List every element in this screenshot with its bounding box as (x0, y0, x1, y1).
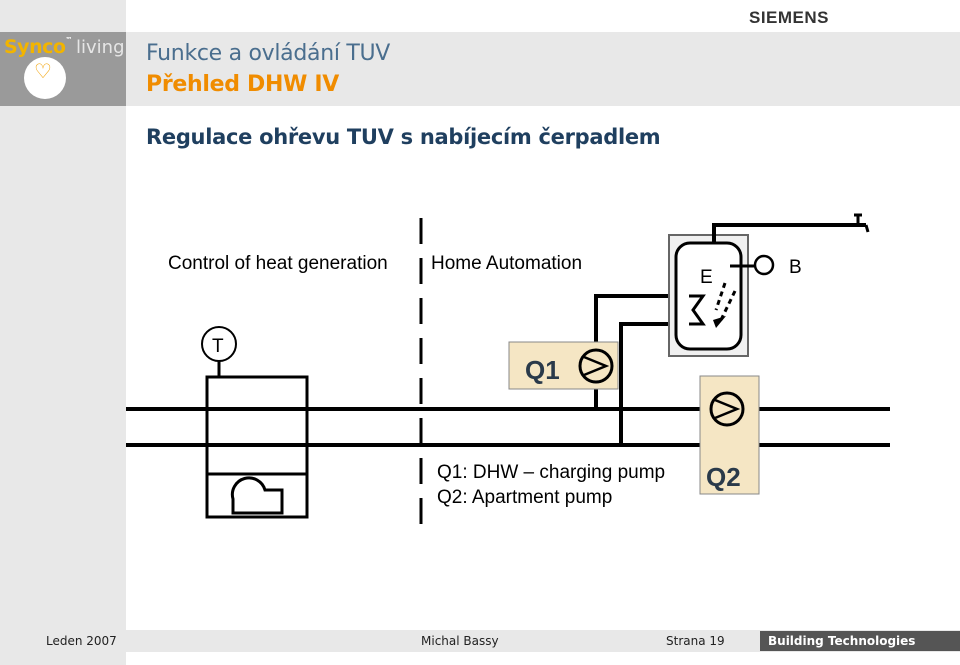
burner-fan-icon (230, 476, 284, 515)
q2-label: Q2 (706, 462, 741, 492)
footer-page-number: Strana 19 (666, 634, 725, 648)
tank-label-b: B (789, 257, 802, 278)
footer-division-badge: Building Technologies (760, 631, 960, 651)
dhw-tank-inner (674, 241, 743, 351)
heart-icon: ♡ (34, 61, 52, 83)
label-heat-generation: Control of heat generation (168, 253, 388, 274)
tank-return-pipe (619, 322, 689, 445)
footer-author: Michal Bassy (421, 634, 499, 648)
legend-q1: Q1: DHW – charging pump (437, 462, 665, 483)
heat-exchanger-coil (689, 294, 706, 326)
tank-label-e: E (700, 267, 713, 288)
hot-water-outlet-pipe (712, 223, 866, 243)
heat-arrow-2 (718, 290, 737, 323)
tap-spout (864, 224, 870, 233)
q1-pump-arrow (583, 355, 610, 377)
heat-arrow-head (713, 316, 726, 328)
footer-date: Leden 2007 (46, 634, 117, 648)
siemens-logo: SIEMENS (749, 8, 830, 27)
heat-arrow-1 (714, 282, 727, 311)
slide-heading: Regulace ohřevu TUV s nabíjecím čerpadle… (146, 125, 661, 149)
q2-pump-arrow (714, 398, 741, 420)
q1-label: Q1 (525, 355, 560, 385)
logo-circle (24, 57, 66, 99)
tank-sensor-b (753, 254, 775, 276)
sensor-t-label: T (212, 336, 224, 357)
left-sidebar-bar (0, 0, 126, 665)
header-stripe (126, 32, 960, 106)
page-title: Funkce a ovládání TUV (146, 41, 391, 66)
footer-stripe (126, 630, 960, 652)
synco-logo-text: Synco™ (4, 36, 72, 58)
living-logo-text: living (76, 37, 125, 58)
legend-q2: Q2: Apartment pump (437, 487, 612, 508)
page-subtitle: Přehled DHW IV (146, 72, 340, 97)
label-home-automation: Home Automation (431, 253, 582, 274)
